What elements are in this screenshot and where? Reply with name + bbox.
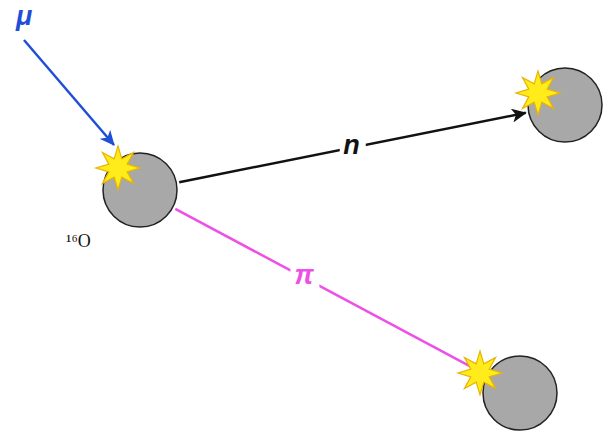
nucleus-label: ¹⁶O bbox=[66, 232, 91, 250]
nucleus-shape bbox=[482, 355, 558, 431]
particle-track bbox=[179, 113, 526, 182]
nucleus-shape bbox=[527, 67, 603, 143]
nucleus-circle bbox=[527, 67, 603, 143]
interaction-star bbox=[96, 146, 140, 190]
nucleus-shape bbox=[102, 152, 178, 228]
interaction-star bbox=[458, 351, 502, 395]
particle-label: π bbox=[291, 260, 320, 293]
particle-label: μ bbox=[16, 3, 32, 30]
nucleus-circle: ¹⁶O bbox=[102, 152, 178, 228]
incoming-muon-arrow bbox=[24, 40, 114, 145]
interaction-star bbox=[516, 71, 560, 115]
particle-track bbox=[175, 209, 484, 374]
nucleus-circle bbox=[482, 355, 558, 431]
nucleus-disc bbox=[483, 356, 557, 430]
particle-label: n bbox=[339, 129, 366, 162]
